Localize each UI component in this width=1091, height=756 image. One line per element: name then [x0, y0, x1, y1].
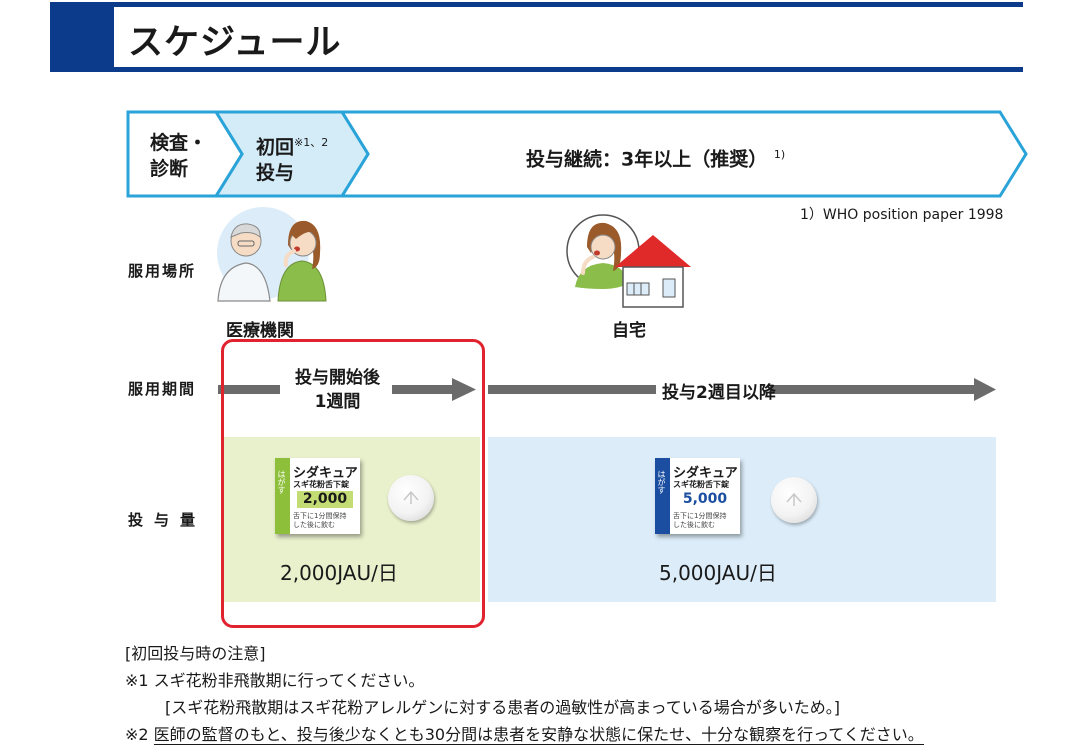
package-peel-tab: はがす [655, 458, 670, 534]
arrow-after-right [770, 385, 976, 394]
place-clinic-label: 医療機関 [226, 321, 294, 341]
package-subtitle: スギ花粉舌下錠 [673, 480, 729, 489]
dose-panel-maintenance [488, 437, 996, 602]
package-instruction-line2: した後に飲む [293, 521, 335, 529]
header-top-rule [50, 2, 1023, 7]
page-title: スケジュール [128, 23, 342, 63]
header-accent-block [50, 2, 114, 72]
notes-title: [初回投与時の注意] [125, 644, 266, 663]
peel-tab-text: はがす [657, 470, 666, 494]
note-2: ※2 医師の監督のもと、投与後少なくとも30分間は患者を安静な状態に保たせ、十分… [125, 721, 924, 745]
tablet-icon [771, 477, 817, 523]
package-5000: はがす シダキュア スギ花粉舌下錠 5,000 舌下に1分間保持 した後に飲む [655, 458, 740, 534]
package-instruction-line1: 舌下に1分間保持 [293, 512, 347, 520]
arrow-after-left [488, 385, 656, 394]
clinic-illustration [217, 207, 327, 302]
tablet-icon [388, 475, 434, 521]
home-illustration [566, 214, 691, 308]
package-peel-tab: はがす [275, 458, 290, 534]
row-label-period: 服用期間 [128, 380, 197, 398]
dose-maintenance-value: 5,000JAU/日 [659, 561, 777, 585]
phase-exam-label: 検査・ 診断 [150, 130, 207, 182]
phase-exam-line1: 検査・ [150, 132, 208, 154]
note-1: ※1 スギ花粉非飛散期に行ってください。 [125, 671, 425, 690]
arrow-first-week-right [392, 385, 454, 394]
phase-continue-footnote: 1) [773, 148, 786, 161]
package-strength: 2,000 [297, 491, 353, 508]
note-2-mark: ※2 [125, 725, 154, 744]
dose-initial-value: 2,000JAU/日 [280, 561, 398, 585]
chevron-phase-1 [126, 110, 244, 198]
package-2000: はがす シダキュア スギ花粉舌下錠 2,000 舌下に1分間保持 した後に飲む [275, 458, 360, 534]
place-home-label: 自宅 [612, 321, 646, 341]
package-subtitle: スギ花粉舌下錠 [293, 480, 349, 489]
package-strength: 5,000 [682, 491, 728, 507]
arrow-first-week-head [452, 378, 476, 401]
arrow-after-head [974, 378, 996, 401]
package-brand: シダキュア [293, 466, 358, 481]
header-bottom-rule [50, 67, 1023, 72]
note-2-text: 医師の監督のもと、投与後少なくとも30分間は患者を安静な状態に保たせ、十分な観察… [153, 725, 924, 745]
period-first-week: 投与開始後 1週間 [255, 366, 420, 414]
row-label-place: 服用場所 [128, 262, 197, 280]
phase-first-dose-label: 初回※1、2 投与 [256, 130, 328, 186]
phase-chevrons [126, 110, 1028, 198]
phase-first-line1: 初回 [256, 136, 295, 159]
note-1-detail: [スギ花粉飛散期はスギ花粉アレルゲンに対する患者の過敏性が高まっている場合が多い… [165, 698, 841, 717]
period-first-line1: 投与開始後 [295, 368, 380, 388]
period-after-week2: 投与2週目以降 [662, 383, 776, 403]
row-label-dose: 投与量 [128, 511, 207, 529]
phase-continue-text: 投与継続：3年以上（推奨） [526, 148, 768, 171]
phase-exam-line2: 診断 [150, 158, 189, 180]
phase-first-footnote: ※1、2 [294, 136, 329, 149]
period-first-line2: 1週間 [314, 392, 361, 412]
phase-continue-label: 投与継続：3年以上（推奨） 1) [526, 142, 785, 172]
package-instruction-line1: 舌下に1分間保持 [673, 512, 727, 520]
arrow-first-week-left [218, 385, 280, 394]
package-brand: シダキュア [673, 466, 738, 481]
package-instruction-line2: した後に飲む [673, 521, 715, 529]
first-week-highlight [221, 339, 485, 628]
period-arrows [218, 378, 996, 401]
package-instruction: 舌下に1分間保持 した後に飲む [293, 512, 346, 530]
phase-first-line2: 投与 [256, 162, 295, 185]
reference-note: 1）WHO position paper 1998 [800, 207, 1004, 223]
package-instruction: 舌下に1分間保持 した後に飲む [673, 512, 726, 530]
peel-tab-text: はがす [277, 470, 286, 494]
